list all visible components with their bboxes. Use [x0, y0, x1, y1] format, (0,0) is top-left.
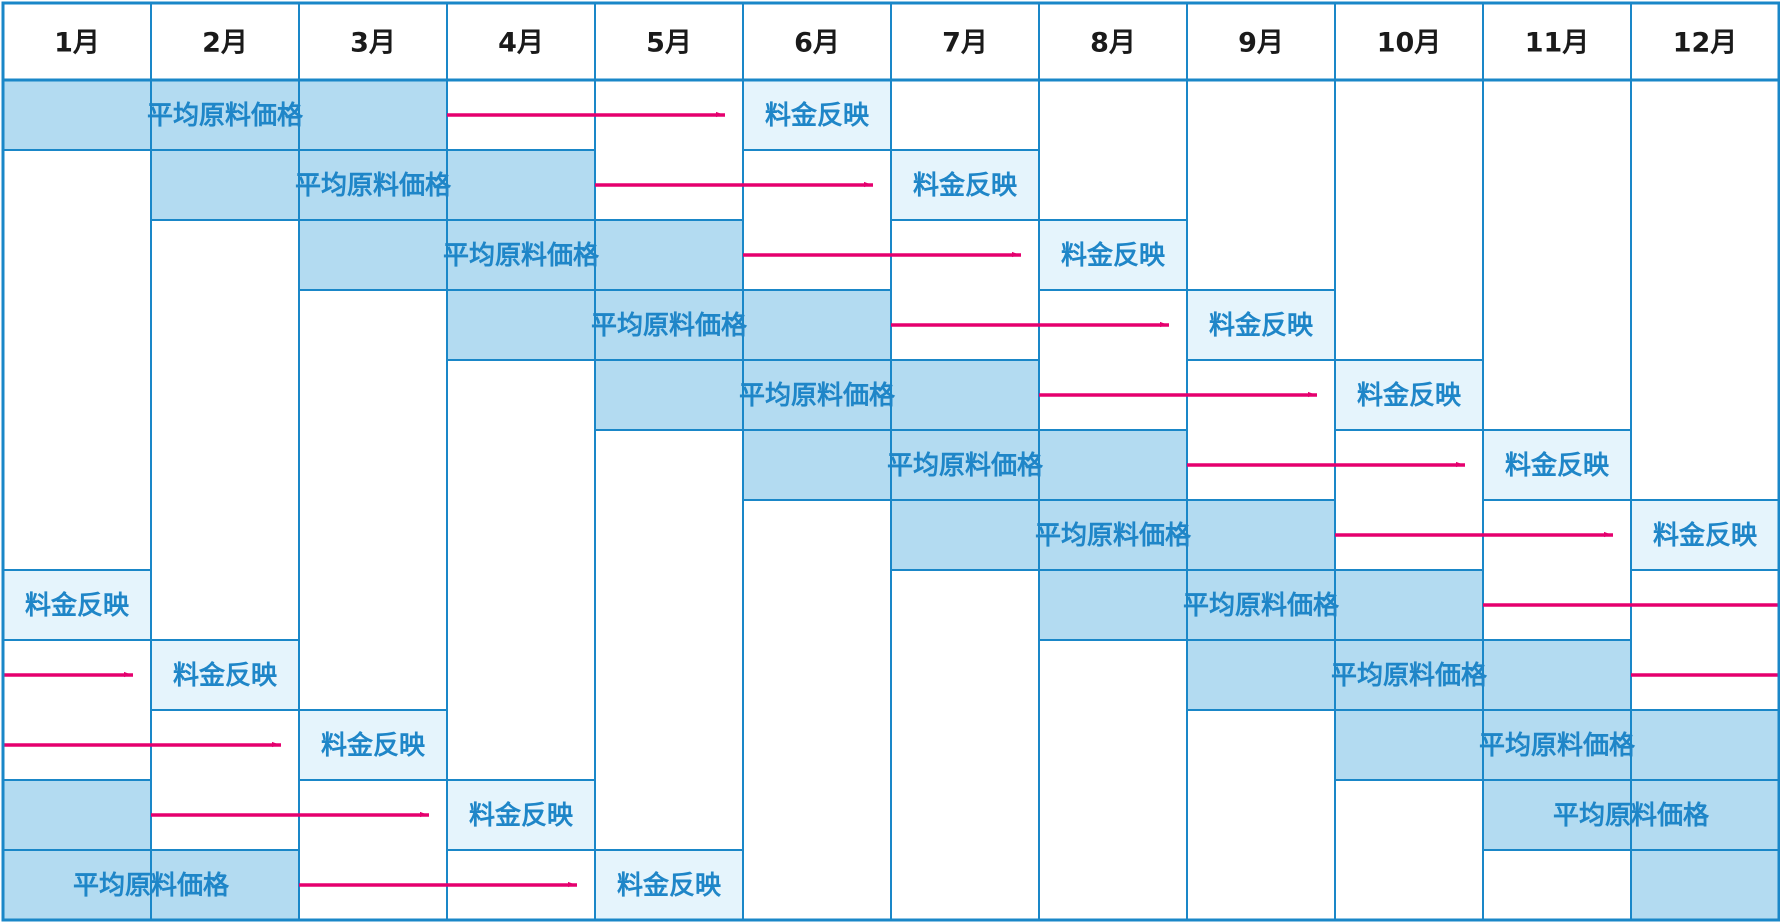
average-price-box	[890, 499, 1336, 571]
average-price-label: 平均原料価格	[739, 380, 896, 411]
average-price-label: 平均原料価格	[1035, 520, 1192, 551]
average-price-label: 平均原料価格	[295, 170, 452, 201]
fee-reflect-label: 料金反映	[1505, 450, 1609, 481]
fee-reflect-box	[1482, 429, 1632, 501]
fee-reflect-label: 料金反映	[1209, 310, 1313, 341]
month-label: 7月	[942, 28, 988, 59]
month-label: 8月	[1090, 28, 1136, 59]
fee-reflect-label: 料金反映	[913, 170, 1017, 201]
month-label: 6月	[794, 28, 840, 59]
average-price-box	[2, 79, 448, 151]
average-price-label: 平均原料価格	[147, 100, 304, 131]
fee-reflect-label: 料金反映	[1357, 380, 1461, 411]
fee-reflect-box	[1630, 499, 1780, 571]
fee-reflect-label: 料金反映	[1653, 520, 1757, 551]
average-price-box	[2, 779, 152, 851]
month-label: 4月	[498, 28, 544, 59]
fee-reflect-label: 料金反映	[25, 590, 129, 621]
fee-reflect-label: 料金反映	[321, 730, 425, 761]
fee-reflect-box	[594, 849, 744, 921]
fee-reflect-label: 料金反映	[765, 100, 869, 131]
average-price-box	[150, 149, 596, 221]
box-fills	[2, 79, 1780, 921]
fee-reflect-label: 料金反映	[173, 660, 277, 691]
month-label: 11月	[1525, 28, 1590, 59]
fee-reflect-box	[890, 149, 1040, 221]
average-price-label: 平均原料価格	[591, 310, 748, 341]
arrows	[3, 115, 1779, 885]
month-label: 5月	[646, 28, 692, 59]
month-label: 3月	[350, 28, 396, 59]
month-label: 12月	[1673, 28, 1738, 59]
month-label: 1月	[54, 28, 100, 59]
fee-reflect-box	[2, 569, 152, 641]
average-price-label: 平均原料価格	[1553, 800, 1710, 831]
average-price-label: 平均原料価格	[1183, 590, 1340, 621]
fee-reflect-box	[446, 779, 596, 851]
month-label: 10月	[1377, 28, 1442, 59]
average-price-box	[1186, 639, 1632, 711]
fee-reflect-label: 料金反映	[617, 870, 721, 901]
month-label: 2月	[202, 28, 248, 59]
average-price-label: 平均原料価格	[1479, 730, 1636, 761]
average-price-box	[1038, 569, 1484, 641]
average-price-label: 平均原料価格	[1331, 660, 1488, 691]
month-label: 9月	[1238, 28, 1284, 59]
fee-reflect-box	[150, 639, 300, 711]
average-price-box	[1630, 849, 1780, 921]
fee-reflect-label: 料金反映	[469, 800, 573, 831]
average-price-label: 平均原料価格	[443, 240, 600, 271]
average-price-label: 平均原料価格	[73, 870, 230, 901]
average-price-label: 平均原料価格	[887, 450, 1044, 481]
month-header: 1月 2月 3月 4月 5月 6月 7月 8月 9月 10月 11月 12月	[1, 1, 1780, 82]
fee-reflect-box	[1038, 219, 1188, 291]
fee-reflect-label: 料金反映	[1061, 240, 1165, 271]
